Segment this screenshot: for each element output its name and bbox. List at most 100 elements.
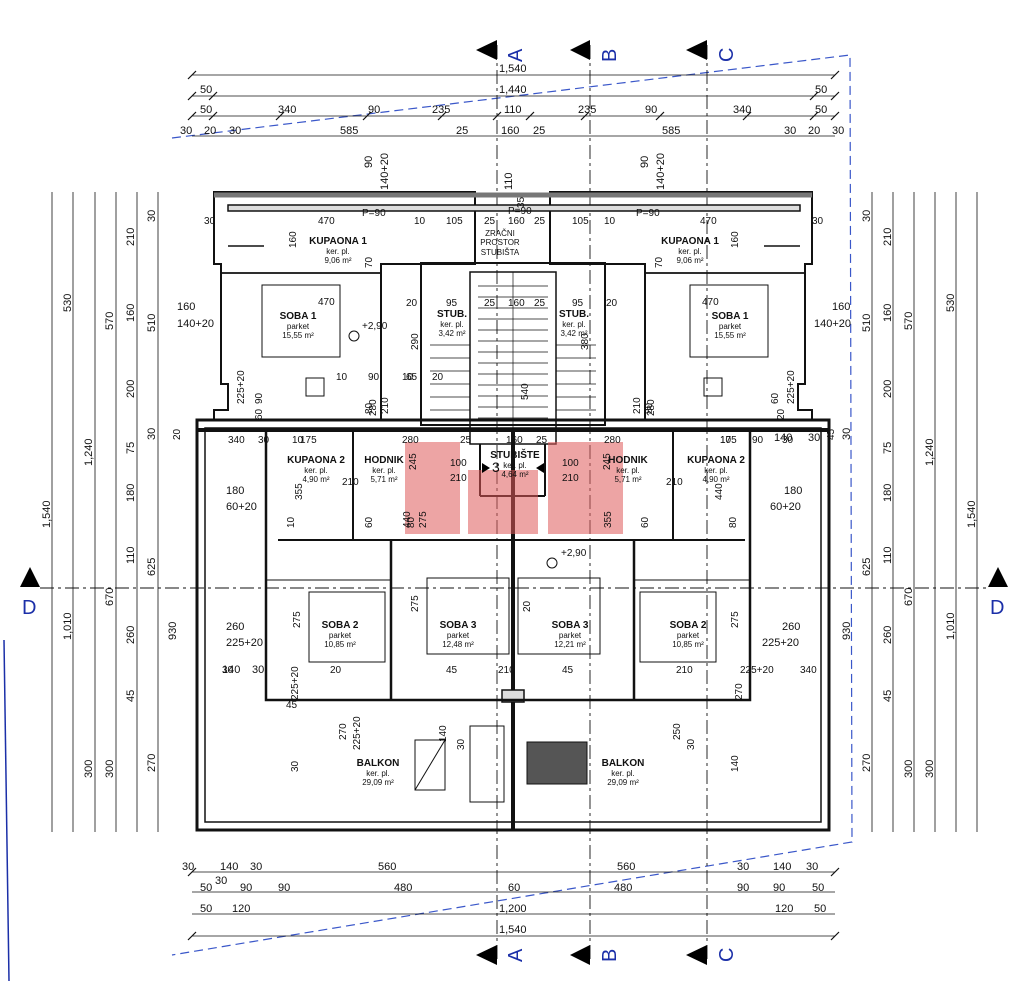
interior-dim-label: 10 [720,435,732,446]
svg-text:ker. pl.: ker. pl. [616,466,640,475]
interior-dim-label: 105 [446,216,463,227]
dim-label: 30 [832,125,844,137]
dim-label: 30 [806,861,818,873]
svg-text:ker. pl.: ker. pl. [440,320,464,329]
dimension-ticks [187,70,840,941]
dim-label: 50 [200,84,212,96]
interior-dim-label: 25 [484,298,496,309]
section-label: C [716,48,738,62]
interior-dim-label: 30 [258,435,270,446]
interior-dim-label: 160 [730,231,741,248]
dim-label: 510 [146,314,158,332]
svg-text:STUBIŠTE: STUBIŠTE [490,448,540,461]
dim-label: 30 [229,125,241,137]
interior-dim-label: 100 [450,458,467,469]
interior-dim-label: 290 [410,333,421,350]
interior-dim-label: 20 [606,298,618,309]
section-marker-b-bottom: B [570,945,621,965]
dim-label: 30 [180,125,192,137]
dim-label: 300 [104,760,116,778]
interior-dim-label: 540 [520,383,531,400]
svg-text:ker. pl.: ker. pl. [611,769,635,778]
interior-dim-label: 280 [646,399,657,416]
svg-text:parket: parket [329,631,352,640]
armchair-icon [703,377,723,397]
interior-dim-label: 10 [414,216,426,227]
dim-label: 1,540 [966,500,978,528]
svg-text:SOBA 3: SOBA 3 [440,620,477,631]
dim-label: 30 [861,210,873,222]
interior-dim-label: 275 [410,595,421,612]
dim-label: 625 [861,558,873,576]
svg-text:10,85 m²: 10,85 m² [672,640,704,649]
interior-dim-label: 280 [604,435,621,446]
dim-label: 1,240 [83,438,95,466]
dim-label: 50 [200,882,212,894]
interior-dim-label: 275 [292,611,303,628]
dim-label: 270 [861,754,873,772]
dim-label: 160 [125,304,137,322]
dim-label: 625 [146,558,158,576]
interior-dim-label: 140 [438,725,449,742]
dim-label: 200 [882,380,894,398]
dim-label: 300 [924,760,936,778]
bottom-dimensions: 30 140 30 560 560 30 140 30 30 50 90 90 … [182,861,826,936]
interior-dim-label: 30 [812,216,824,227]
dim-label: 480 [614,882,632,894]
interior-dim-label: 270 [734,683,745,700]
svg-text:ker. pl.: ker. pl. [562,320,586,329]
dim-label: 60+20 [770,501,801,513]
svg-text:ker. pl.: ker. pl. [304,466,328,475]
interior-dim-label: 10 [402,372,414,383]
svg-text:SOBA 1: SOBA 1 [712,311,749,322]
dim-label: 110 [125,546,137,564]
svg-text:9,06 m²: 9,06 m² [676,256,703,265]
section-marker-a-top: A [476,40,527,62]
dim-label: 1,540 [499,63,527,75]
dim-label: 1,010 [62,612,74,640]
dim-label: 140 [774,432,792,444]
interior-dim-label: 250 [672,723,683,740]
dim-label: 160 [501,125,519,137]
bed-icon [689,284,769,358]
dim-label: 270 [146,754,158,772]
svg-text:3,42 m²: 3,42 m² [438,329,465,338]
dim-label: 560 [617,861,635,873]
dim-label: 90 [639,156,651,168]
svg-text:STUB.: STUB. [559,309,589,320]
dim-label: 260 [882,626,894,644]
dim-label: 480 [394,882,412,894]
svg-text:ker. pl.: ker. pl. [678,247,702,256]
dim-label: 30 [250,861,262,873]
svg-text:KUPAONA 1: KUPAONA 1 [661,236,719,247]
interior-dim-label: 175 [300,435,317,446]
interior-dim-label: 25 [536,435,548,446]
svg-text:STUBIŠTA: STUBIŠTA [481,248,520,257]
svg-text:parket: parket [447,631,470,640]
svg-text:ker. pl.: ker. pl. [372,466,396,475]
section-label: D [990,597,1004,619]
interior-dim-label: 225+20 [236,370,247,404]
interior-dim-label: 80 [364,402,375,414]
svg-text:12,48 m²: 12,48 m² [442,640,474,649]
interior-dim-label: 470 [702,297,719,308]
dim-label: 180 [125,484,137,502]
dim-label: 300 [83,760,95,778]
svg-text:ker. pl.: ker. pl. [704,466,728,475]
interior-dim-label: 275 [730,611,741,628]
bed-icon [517,577,601,655]
interior-dim-label: 340 [228,435,245,446]
svg-text:parket: parket [719,322,742,331]
dim-label: 210 [882,228,894,246]
dim-label: 585 [662,125,680,137]
dim-label: 45 [125,690,137,702]
interior-dim-label: 95 [572,298,584,309]
dim-label: 670 [104,588,116,606]
dim-label: 160 [882,304,894,322]
dim-label: 30 [146,428,158,440]
dim-label: 75 [125,442,137,454]
svg-text:ker. pl.: ker. pl. [366,769,390,778]
section-label: C [716,948,738,962]
